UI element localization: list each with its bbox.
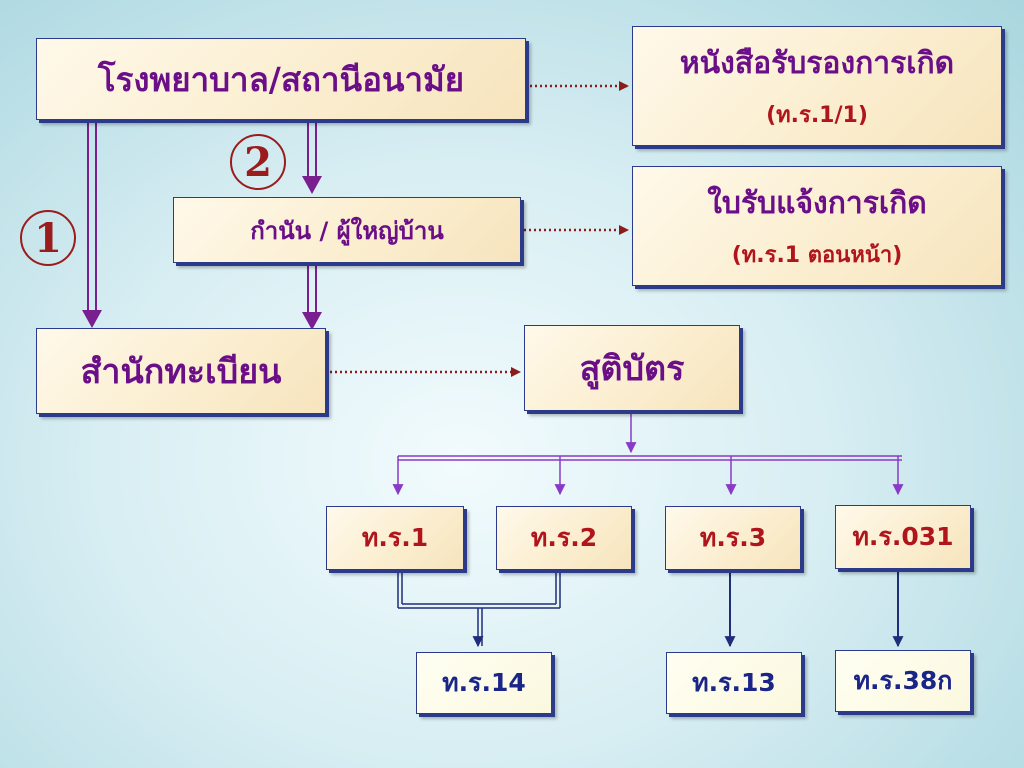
birth-notice-code: (ท.ร.1 ตอนหน้า) [731,243,903,268]
tr13-box: ท.ร.13 [666,652,802,714]
tr13-label: ท.ร.13 [692,668,776,697]
tr38k-label: ท.ร.38ก [853,666,953,695]
tr1-label: ท.ร.1 [361,523,429,552]
kamnan-box: กำนัน / ผู้ใหญ่บ้าน [173,197,521,263]
tr14-box: ท.ร.14 [416,652,552,714]
birth-notice-box: ใบรับแจ้งการเกิด (ท.ร.1 ตอนหน้า) [632,166,1002,286]
kamnan-label: กำนัน / ผู้ใหญ่บ้าน [250,216,444,245]
step-one-badge: 1 [20,210,76,266]
tr3-label: ท.ร.3 [699,523,767,552]
tr3-box: ท.ร.3 [665,506,801,570]
tr031-box: ท.ร.031 [835,505,971,569]
registry-office-label: สำนักทะเบียน [80,352,282,392]
arrow-hospital-to-kamnan [302,122,322,194]
hospital-label: โรงพยาบาล/สถานีอนามัย [97,59,465,99]
birth-certificate-title: หนังสือรับรองการเกิด [679,46,955,81]
tr1-box: ท.ร.1 [326,506,464,570]
birth-notice-title: ใบรับแจ้งการเกิด [707,186,927,221]
tr2-box: ท.ร.2 [496,506,632,570]
branch-birth-record-to-forms [392,414,904,496]
hospital-box: โรงพยาบาล/สถานีอนามัย [36,38,526,120]
step-two-badge: 2 [230,134,286,190]
arrow-hospital-to-registry [82,122,102,328]
birth-record-box: สูติบัตร [524,325,740,411]
tr38k-box: ท.ร.38ก [835,650,971,712]
tr2-label: ท.ร.2 [530,523,598,552]
merge-tr1-tr2-to-tr14 [397,572,561,648]
tr031-label: ท.ร.031 [852,522,954,551]
tr14-label: ท.ร.14 [442,668,526,697]
birth-record-label: สูติบัตร [579,349,685,389]
birth-certificate-code: (ท.ร.1/1) [766,103,868,128]
registry-office-box: สำนักทะเบียน [36,328,326,414]
arrow-kamnan-to-registry [302,266,322,330]
birth-certificate-box: หนังสือรับรองการเกิด (ท.ร.1/1) [632,26,1002,146]
